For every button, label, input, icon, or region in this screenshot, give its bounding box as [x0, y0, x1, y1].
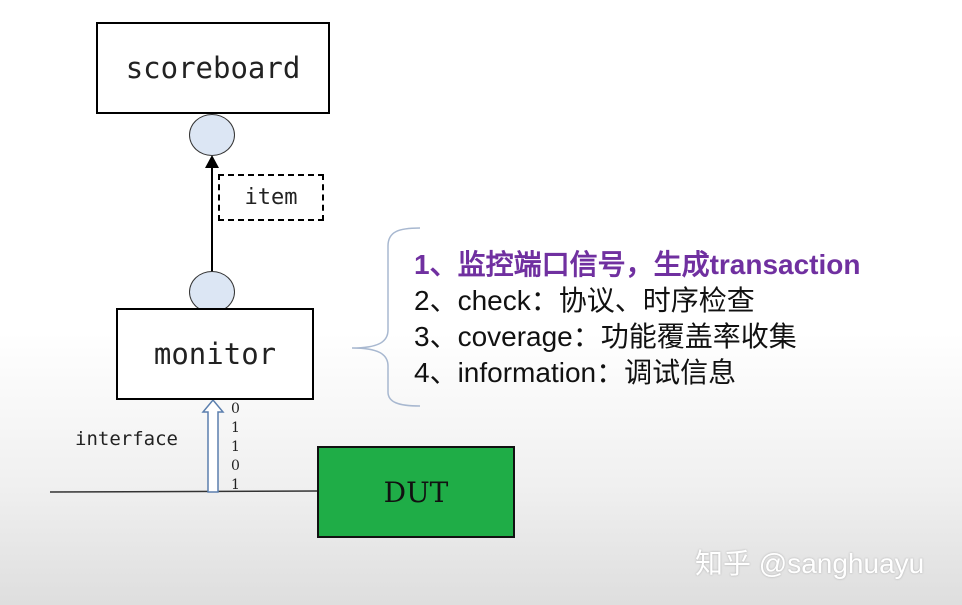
monitor-label: monitor — [153, 337, 277, 371]
interface-hollow-arrow — [201, 398, 225, 493]
dut-label: DUT — [383, 475, 449, 509]
description-brace — [351, 227, 421, 407]
item-box: item — [218, 174, 324, 221]
scoreboard-port — [189, 114, 235, 156]
item-flow-arrowhead — [205, 155, 219, 168]
bit-0: 0 — [231, 401, 240, 417]
bit-1: 1 — [231, 420, 240, 436]
bit-sequence: 0 1 1 0 1 — [231, 400, 240, 495]
monitor-function-list: 1、监控端口信号，生成transaction 2、check：协议、时序检查 3… — [414, 247, 861, 391]
function-item-4: 4、information：调试信息 — [414, 357, 737, 388]
function-item-3: 3、coverage：功能覆盖率收集 — [414, 321, 797, 352]
dut-box: DUT — [317, 446, 515, 538]
bit-4: 1 — [231, 477, 240, 493]
scoreboard-label: scoreboard — [125, 51, 301, 85]
scoreboard-box: scoreboard — [96, 22, 330, 114]
item-label: item — [244, 185, 298, 210]
bit-2: 1 — [231, 439, 240, 455]
function-item-2: 2、check：协议、时序检查 — [414, 285, 755, 316]
bit-3: 0 — [231, 458, 240, 474]
watermark: 知乎 @sanghuayu — [695, 548, 925, 579]
interface-bus-line — [49, 490, 319, 493]
function-item-1: 1、监控端口信号，生成transaction — [414, 249, 861, 280]
monitor-port — [189, 271, 235, 313]
monitor-box: monitor — [116, 308, 314, 400]
interface-label: interface — [75, 428, 178, 450]
